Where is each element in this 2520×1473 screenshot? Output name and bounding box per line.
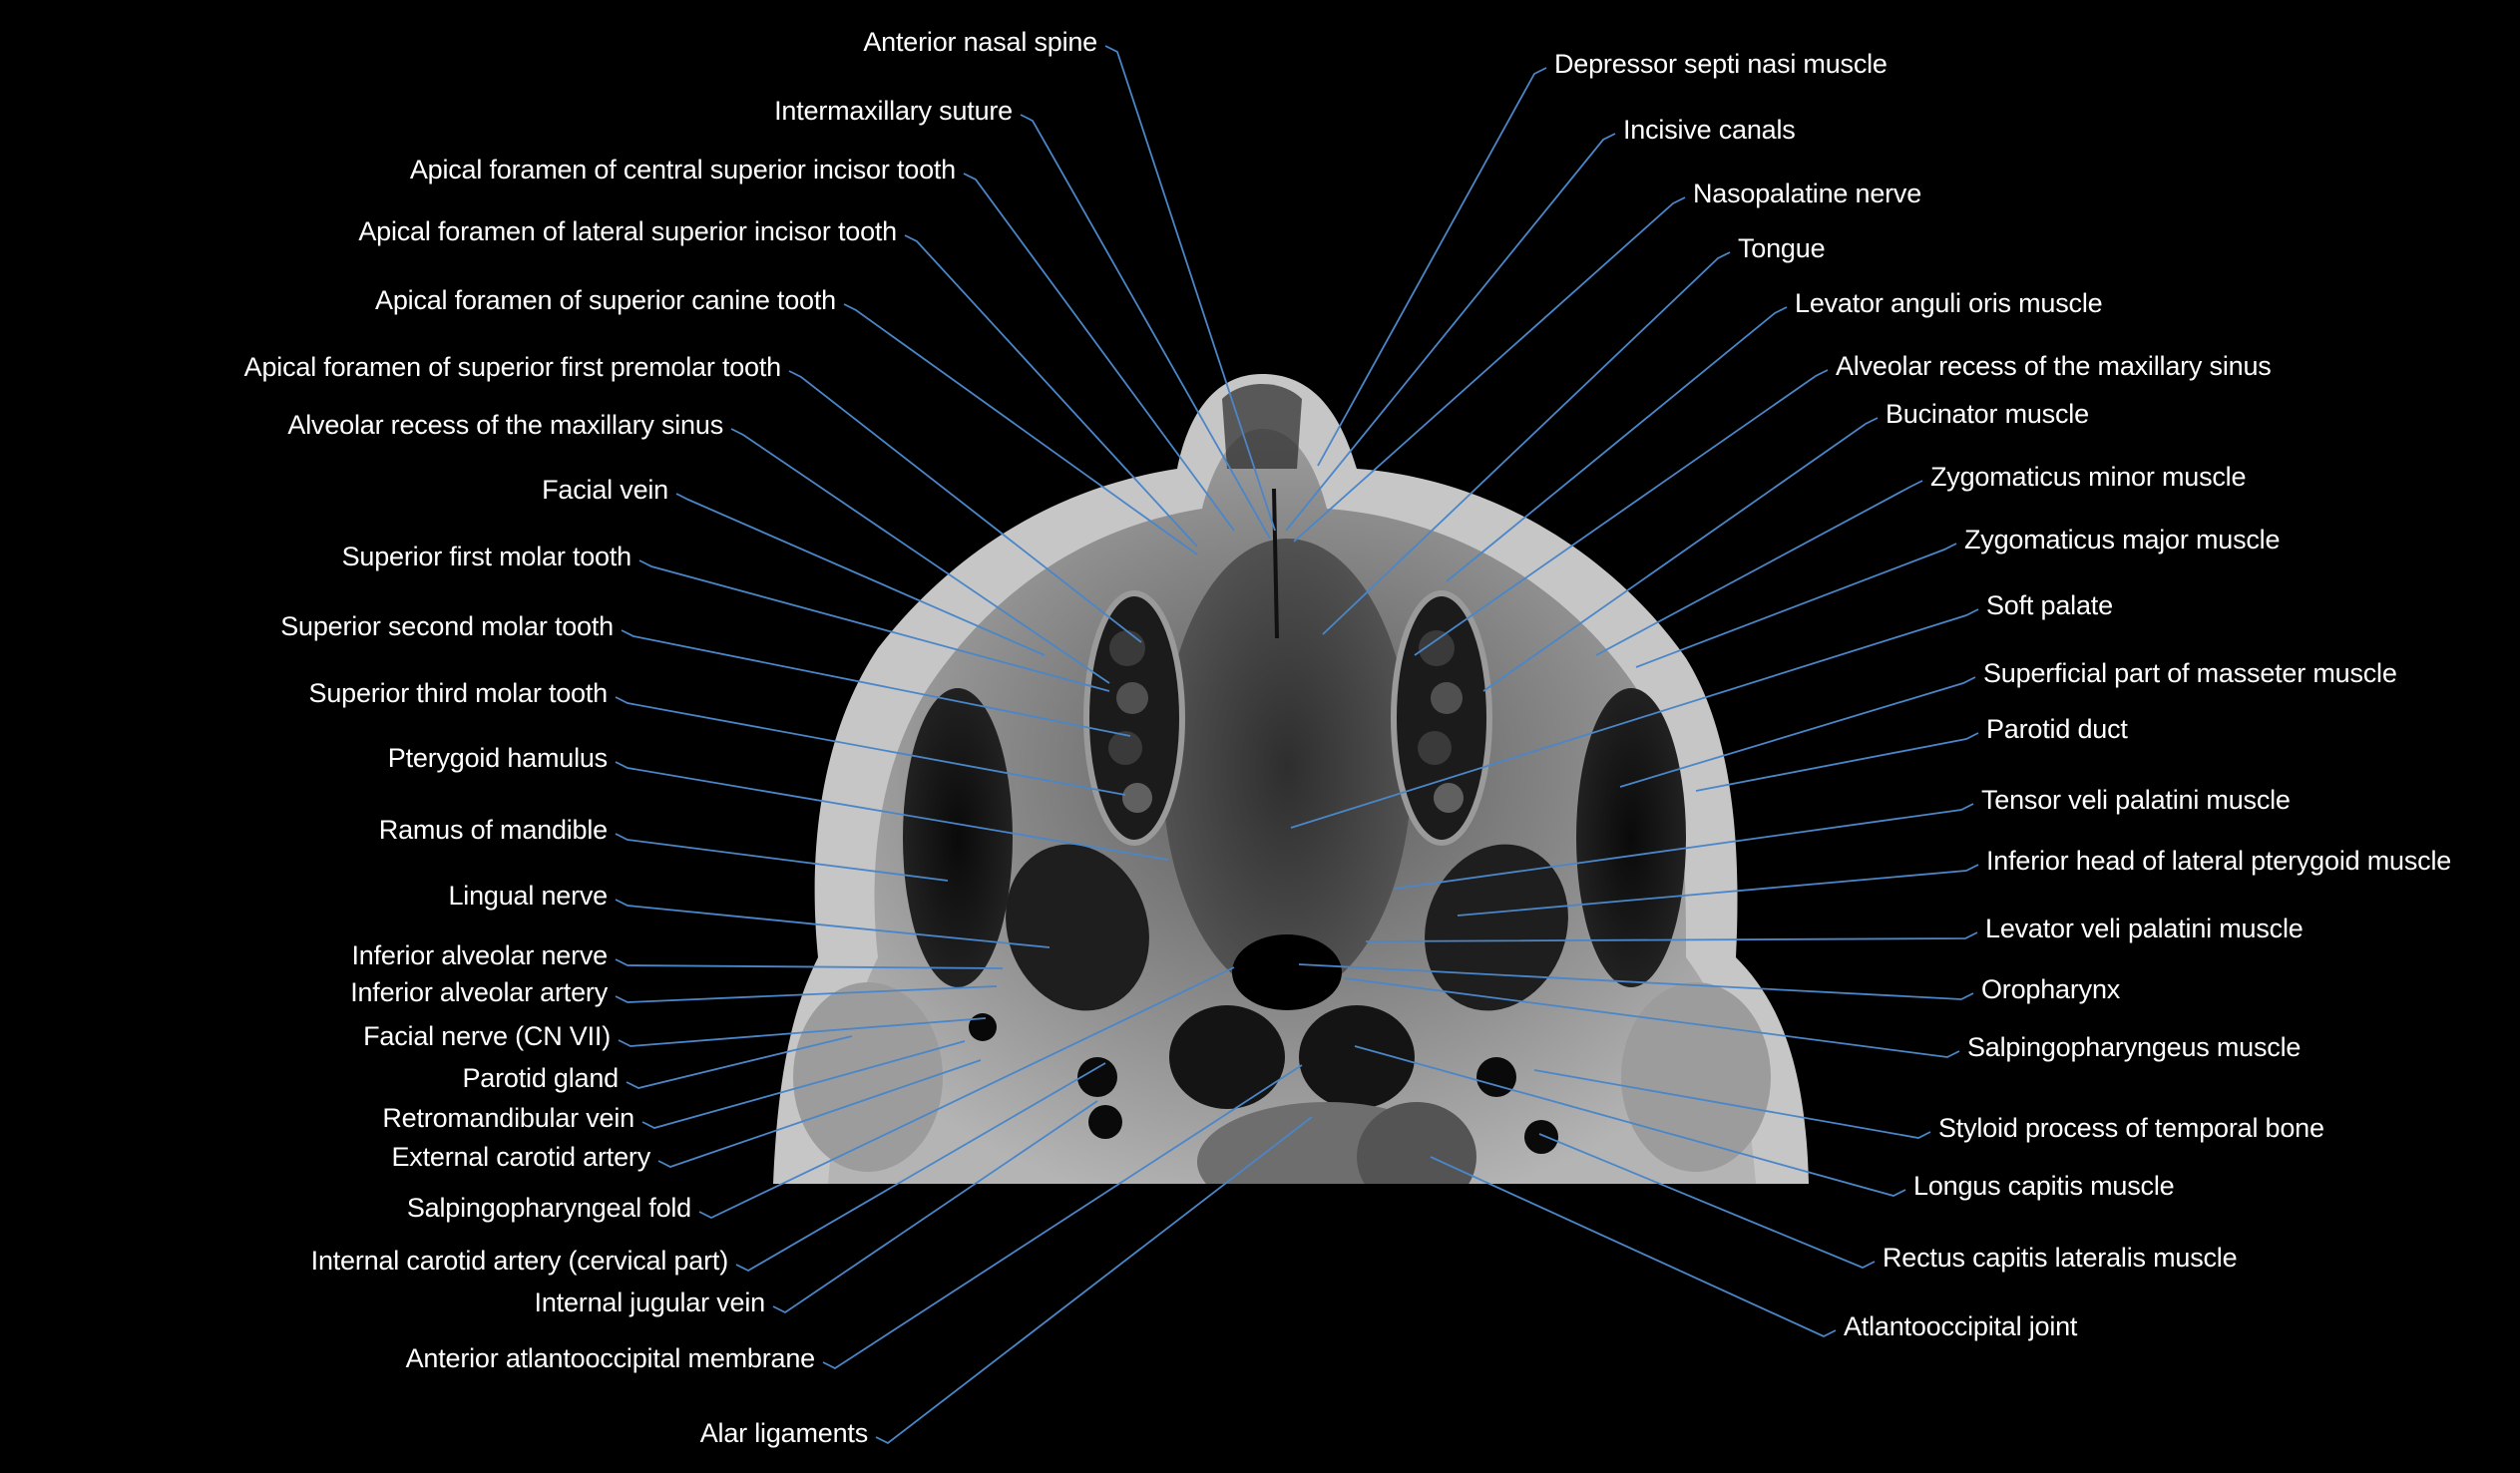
leader-line [1695,732,1979,792]
anatomy-label: Alveolar recess of the maxillary sinus [287,410,723,440]
anatomy-label: Superior first molar tooth [341,542,632,571]
leader-line [1446,306,1788,582]
leader-line [904,234,1198,548]
anatomy-label: Depressor septi nasi muscle [1554,49,1888,79]
anatomy-label: Retromandibular vein [382,1103,634,1133]
anatomy-label: Anterior atlantooccipital membrane [405,1343,816,1373]
leader-line [1533,1069,1931,1139]
anatomy-label: Salpingopharyngeal fold [406,1193,691,1223]
leader-line [875,1116,1313,1445]
leader-line [1365,931,1978,942]
anatomy-label: Rectus capitis lateralis muscle [1883,1243,2238,1273]
leader-line [1290,608,1979,829]
anatomy-label: Inferior head of lateral pterygoid muscl… [1986,846,2452,876]
anatomy-label: Soft palate [1986,590,2113,620]
anatomy-label: Alveolar recess of the maxillary sinus [1836,351,2272,381]
anatomy-label: Alar ligaments [699,1418,868,1448]
leader-line [1285,133,1616,532]
leader-line [675,493,1046,656]
leader-line [1317,67,1547,467]
leader-line [822,1064,1303,1370]
leader-line [1414,369,1829,656]
leader-line [1595,480,1923,656]
anatomy-label: Styloid process of temporal bone [1938,1113,2324,1143]
leader-line [1293,196,1686,543]
leader-line [735,1062,1106,1273]
leader-line [730,428,1110,684]
anatomy-label: Ramus of mandible [378,815,608,845]
leader-line [1104,45,1276,532]
leader-line [1619,676,1976,788]
anatomy-label: Internal jugular vein [534,1288,766,1317]
leader-line [698,966,1235,1220]
anatomy-label: Tongue [1738,233,1826,263]
anatomy-label: Apical foramen of lateral superior incis… [358,216,897,246]
anatomy-label: Anterior nasal spine [863,27,1097,57]
leader-line [641,1040,966,1129]
leader-line [615,761,1169,861]
leader-lines [615,45,1979,1445]
anatomy-label: Superior third molar tooth [308,678,609,708]
leader-line [1298,963,1974,1000]
leader-line [1430,1156,1837,1337]
leader-line [1322,251,1731,635]
leader-line [1020,114,1271,540]
leader-line [615,833,949,882]
anatomy-label: Bucinator muscle [1886,399,2089,429]
anatomy-label: Longus capitis muscle [1913,1171,2175,1201]
anatomy-label: Salpingopharyngeus muscle [1967,1032,2302,1062]
leader-line [963,173,1235,532]
leader-line [1635,543,1957,668]
leader-line [621,629,1131,737]
anatomy-label: Oropharynx [1981,974,2121,1004]
anatomy-label: Tensor veli palatini muscle [1981,785,2291,815]
anatomy-label: Atlantooccipital joint [1844,1311,2078,1341]
leader-line [1538,1133,1876,1269]
mri-slice [773,374,1809,1184]
anatomy-label: External carotid artery [391,1142,650,1172]
anatomy-label: Superficial part of masseter muscle [1983,658,2397,688]
anatomy-label: Intermaxillary suture [774,96,1013,126]
anatomy-label: Superior second molar tooth [280,611,614,641]
anatomy-label: Apical foramen of central superior incis… [409,155,956,184]
anatomy-label: Internal carotid artery (cervical part) [310,1246,729,1276]
leader-line [772,1100,1098,1314]
leader-line [618,1017,987,1047]
anatomy-label: Parotid duct [1986,714,2128,744]
anatomy-label: Parotid gland [462,1063,619,1093]
anatomy-label: Incisive canals [1623,115,1796,145]
leader-line [638,559,1110,692]
leader-line [843,303,1198,555]
leader-line [615,985,998,1003]
leader-line [1354,1045,1906,1197]
leader-line [615,958,1004,969]
leader-line [788,370,1142,643]
anatomy-label: Zygomaticus minor muscle [1930,462,2247,492]
anatomy-label: Pterygoid hamulus [387,743,608,773]
leader-line [657,1059,982,1168]
leader-line [1457,864,1979,917]
anatomy-label: Levator anguli oris muscle [1795,288,2103,318]
leader-line [1394,803,1974,890]
anatomy-label: Apical foramen of superior canine tooth [375,285,836,315]
leader-line [615,899,1050,948]
anatomy-label: Apical foramen of superior first premola… [243,352,782,382]
leader-line [615,696,1126,796]
anatomy-label: Facial nerve (CN VII) [363,1021,611,1051]
anatomy-label: Lingual nerve [448,881,608,911]
leader-line [1482,417,1879,692]
anatomy-label: Inferior alveolar nerve [351,940,608,970]
leader-line [626,1035,853,1089]
leader-line [1344,977,1960,1058]
anatomy-label: Nasopalatine nerve [1693,179,1922,208]
anatomy-label: Inferior alveolar artery [350,977,608,1007]
anatomy-label: Facial vein [542,475,668,505]
anatomy-label: Zygomaticus major muscle [1964,525,2281,554]
anatomy-label: Levator veli palatini muscle [1985,914,2304,943]
